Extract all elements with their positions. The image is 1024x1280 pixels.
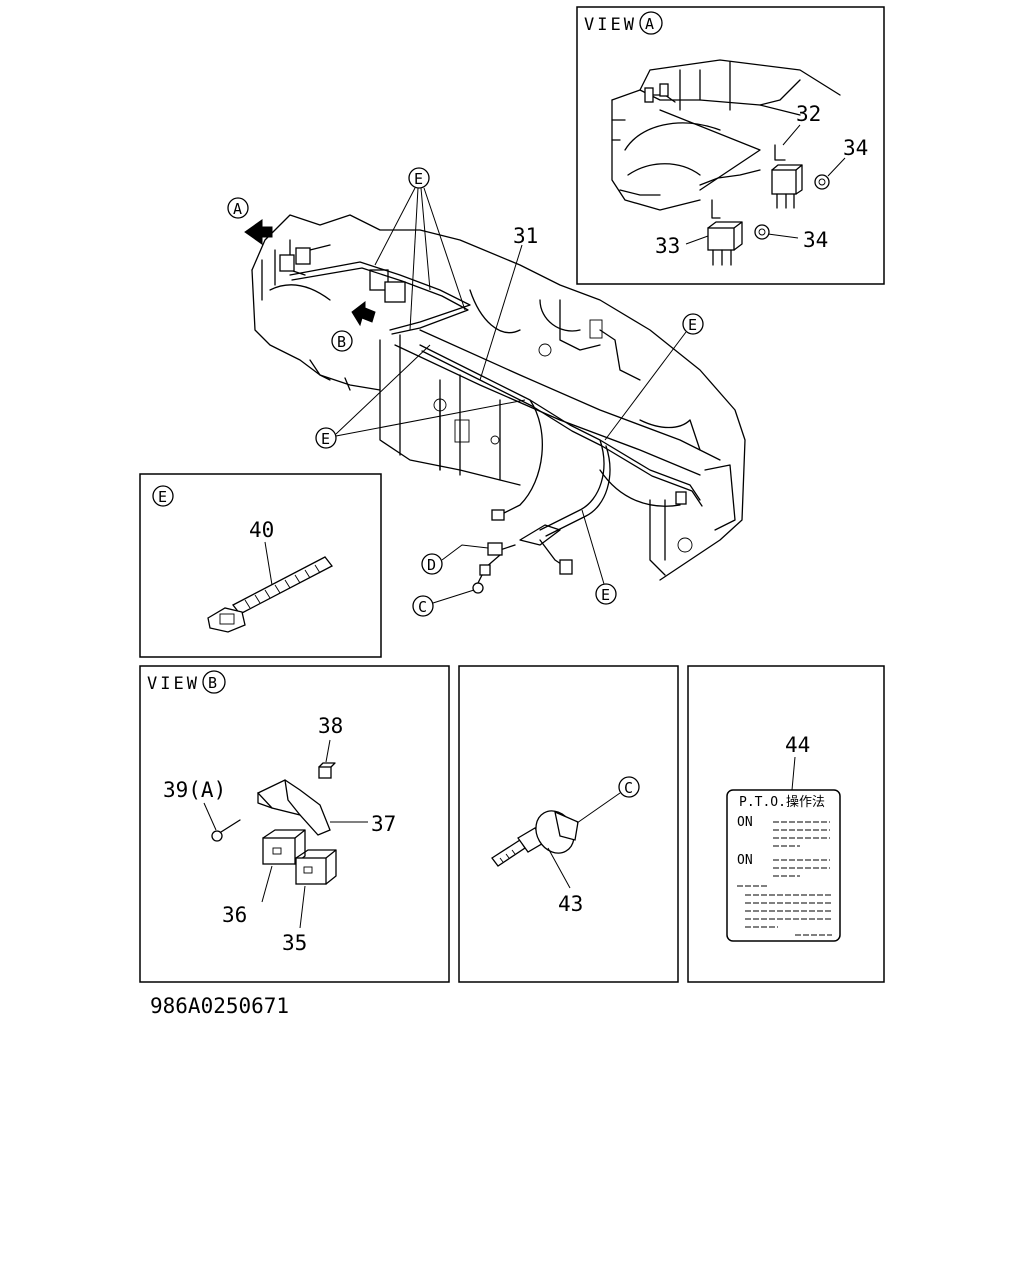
- drawing-number: 986A0250671: [150, 994, 289, 1018]
- callout-36: 36: [222, 903, 247, 927]
- marker-d: D: [427, 556, 436, 574]
- view-a-panel: VIEW A 32: [576, 6, 885, 285]
- callout-35: 35: [282, 931, 307, 955]
- callout-32: 32: [796, 102, 821, 126]
- callout-38: 38: [318, 714, 343, 738]
- callout-34-upper: 34: [843, 136, 868, 160]
- switch-43-panel: C 43: [458, 665, 679, 983]
- cable-tie-40: [207, 556, 333, 633]
- view-b-panel: VIEW B 37 38 39(A) 36: [139, 665, 450, 983]
- callout-31: 31: [513, 224, 538, 248]
- callout-37: 37: [371, 812, 396, 836]
- marker-e-bottom: E: [601, 586, 610, 604]
- switch-43-marker: C: [624, 779, 633, 797]
- nut-34-lower: [754, 224, 770, 240]
- callout-44: 44: [785, 733, 810, 757]
- bracket-37: [256, 779, 331, 836]
- plate-44-panel: 44 P.T.O.操作法 ON ON: [687, 665, 885, 983]
- callout-43: 43: [558, 892, 583, 916]
- marker-e-right: E: [688, 316, 697, 334]
- relay-32: [771, 144, 803, 209]
- view-b-marker: B: [208, 674, 217, 692]
- relay-33: [707, 199, 743, 266]
- marker-b: B: [337, 333, 346, 351]
- detail-e-marker: E: [158, 488, 167, 506]
- wiring-harness-31: [289, 261, 703, 594]
- nut-34-upper: [814, 174, 830, 190]
- callout-33: 33: [655, 234, 680, 258]
- marker-e-left: E: [321, 430, 330, 448]
- plate-row2-label: ON: [737, 853, 753, 868]
- relay-35: [295, 849, 337, 885]
- detail-e-panel: E 40: [139, 473, 382, 658]
- marker-a: A: [233, 200, 242, 218]
- callout-34-lower: 34: [803, 228, 828, 252]
- switch-43: [491, 810, 579, 867]
- view-a-title: VIEW: [584, 15, 637, 35]
- screw-39: [211, 819, 241, 842]
- relay-36: [262, 829, 306, 865]
- callout-39: 39(A): [163, 778, 226, 802]
- view-b-title: VIEW: [147, 674, 200, 694]
- clip-38: [318, 762, 336, 779]
- callout-40: 40: [249, 518, 274, 542]
- view-a-marker: A: [645, 15, 654, 33]
- view-a-frame-drawing: [611, 59, 841, 211]
- plate-row1-label: ON: [737, 815, 753, 830]
- main-assembly: A B: [227, 167, 746, 617]
- plate-title: P.T.O.操作法: [739, 794, 825, 810]
- marker-c: C: [418, 598, 427, 616]
- caution-plate-44: P.T.O.操作法 ON ON: [726, 789, 841, 942]
- marker-e-top: E: [414, 170, 423, 188]
